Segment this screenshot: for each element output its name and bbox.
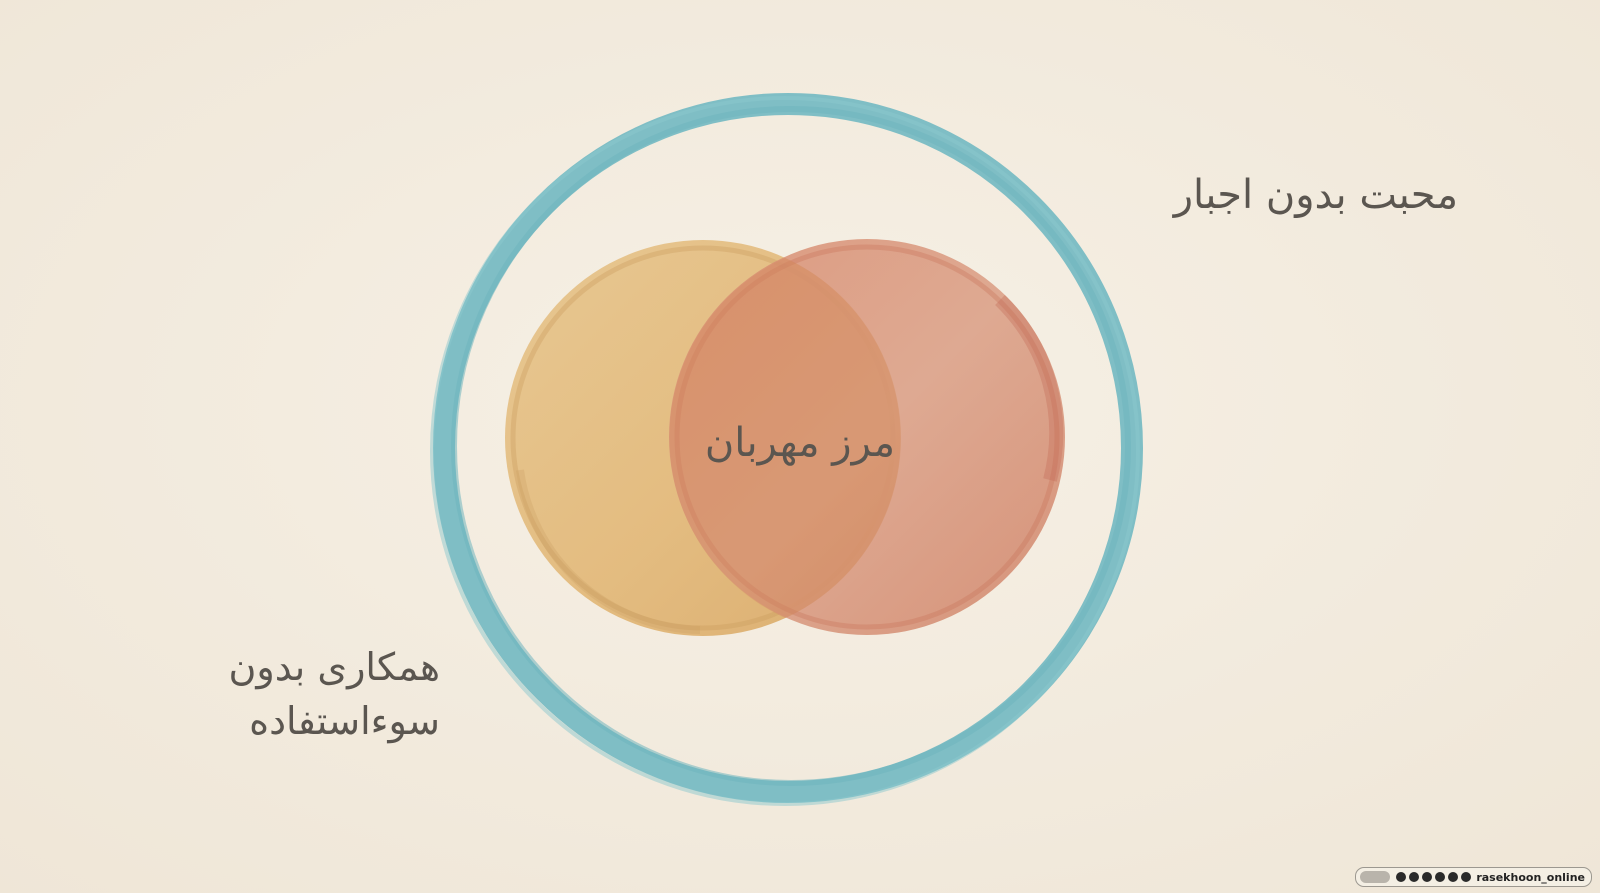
- outer-ring: [430, 93, 1143, 806]
- telegram-icon: [1409, 872, 1420, 882]
- corner-label-line2: سوءاستفاده: [249, 699, 440, 743]
- watermark: rasekhoon_online: [1355, 867, 1592, 887]
- overlap-region: [669, 258, 901, 618]
- youtube-icon: [1422, 872, 1433, 882]
- instagram-icon: [1396, 872, 1407, 882]
- right-circle: [669, 239, 1065, 635]
- corner-label-line1: همکاری بدون: [228, 645, 440, 689]
- corner-label: همکاری بدون سوءاستفاده: [228, 640, 440, 748]
- outer-label: محبت بدون اجبار: [1173, 172, 1458, 218]
- aparat-icon: [1435, 872, 1446, 882]
- instagram-icon: [1461, 872, 1472, 882]
- center-label: مرز مهربان: [704, 420, 896, 466]
- watermark-handle: rasekhoon_online: [1476, 870, 1585, 884]
- eitaa-icon: [1448, 872, 1459, 882]
- logo-icon: [1360, 871, 1391, 883]
